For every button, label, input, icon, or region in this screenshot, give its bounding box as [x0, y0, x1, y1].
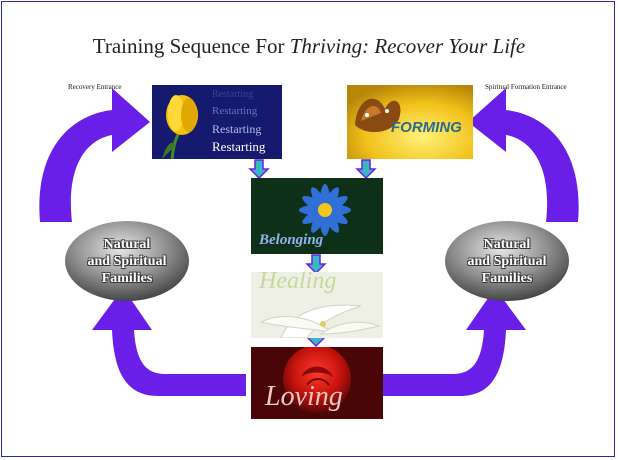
right-upper-arrow	[468, 88, 579, 222]
right-families-label: Natural and Spiritual Families	[449, 236, 565, 287]
daisy-image	[251, 178, 383, 254]
title-italic: Thriving: Recover Your Life	[289, 34, 526, 58]
rose-image	[251, 347, 383, 419]
left-families-ellipse	[65, 221, 189, 301]
forming-word: FORMING	[391, 119, 462, 136]
lily-image	[251, 272, 383, 338]
left-families-label: Natural and Spiritual Families	[69, 236, 185, 287]
restarting-word-2: Restarting	[212, 105, 258, 117]
left-upper-arrow	[39, 88, 150, 222]
left-families-line3: Families	[101, 271, 153, 286]
spiritual-formation-entrance-label: Spiritual Formation Entrance	[485, 83, 567, 91]
tulip-image	[152, 85, 282, 159]
right-families-line2: and Spiritual	[467, 254, 547, 269]
healing-tile: Healing	[251, 272, 383, 338]
connector-restarting	[248, 159, 270, 180]
butterfly-image	[347, 85, 473, 159]
diagram-title: Training Sequence For Thriving: Recover …	[0, 34, 618, 59]
recovery-entrance-label: Recovery Entrance	[68, 83, 122, 91]
belonging-word: Belonging	[259, 232, 324, 248]
connector-belonging	[305, 254, 327, 275]
restarting-word-4: Restarting	[212, 139, 266, 154]
restarting-tile: Restarting Restarting Restarting Restart…	[152, 85, 282, 159]
restarting-word-3: Restarting	[212, 122, 262, 136]
loving-tile: Loving	[251, 347, 383, 419]
loving-word: Loving	[265, 381, 343, 412]
healing-word: Healing	[259, 272, 337, 294]
connector-forming	[355, 159, 377, 180]
forming-tile: FORMING	[347, 85, 473, 159]
right-families-line3: Families	[481, 271, 533, 286]
right-lower-arrow	[372, 288, 526, 396]
left-lower-arrow	[92, 288, 246, 396]
restarting-word-1: Restarting	[212, 89, 254, 100]
right-families-line1: Natural	[483, 237, 531, 252]
title-prefix: Training Sequence For	[92, 34, 290, 58]
right-families-ellipse	[445, 221, 569, 301]
left-families-line2: and Spiritual	[87, 254, 167, 269]
left-families-line1: Natural	[103, 237, 151, 252]
belonging-tile: Belonging	[251, 178, 383, 254]
